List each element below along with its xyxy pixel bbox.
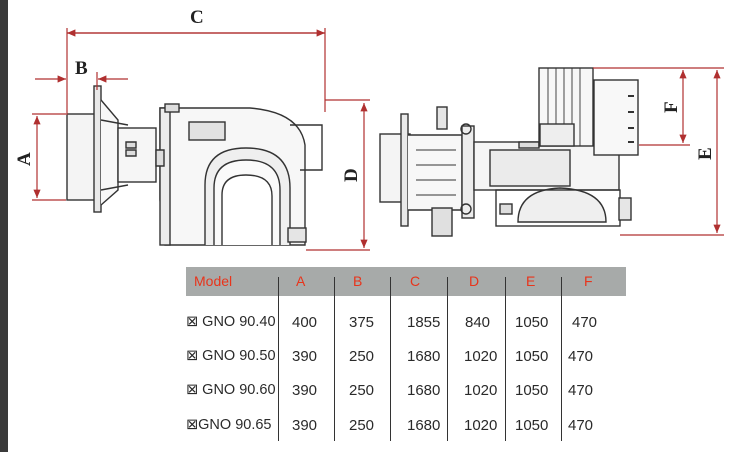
dimension-label-b: B bbox=[75, 58, 88, 79]
table-row: ⊠GNO 90.65 390 250 1680 1020 1050 470 bbox=[186, 417, 626, 439]
header-d: D bbox=[469, 273, 480, 289]
value-c: 1855 bbox=[407, 314, 441, 331]
header-c: C bbox=[410, 273, 421, 289]
header-f: F bbox=[584, 273, 593, 289]
value-d: 1020 bbox=[464, 417, 498, 434]
column-divider bbox=[447, 277, 448, 441]
value-a: 400 bbox=[292, 314, 318, 331]
value-f: 470 bbox=[572, 314, 598, 331]
value-a: 390 bbox=[292, 382, 318, 399]
column-divider bbox=[390, 277, 391, 441]
value-a: 390 bbox=[292, 417, 318, 434]
header-a: A bbox=[296, 273, 306, 289]
column-divider bbox=[278, 277, 279, 441]
side-view-burner bbox=[66, 85, 323, 246]
value-b: 250 bbox=[349, 348, 375, 365]
value-d: 1020 bbox=[464, 382, 498, 399]
model-cell: ⊠ GNO 90.60 bbox=[186, 382, 276, 398]
dimension-label-f: F bbox=[661, 101, 682, 113]
value-c: 1680 bbox=[407, 348, 441, 365]
dimension-line-a bbox=[32, 113, 66, 201]
value-e: 1050 bbox=[515, 314, 549, 331]
value-e: 1050 bbox=[515, 382, 549, 399]
column-divider bbox=[334, 277, 335, 441]
burner-technical-drawing: C B A D bbox=[14, 7, 724, 251]
dimension-line-c bbox=[66, 28, 326, 115]
value-e: 1050 bbox=[515, 348, 549, 365]
dimension-line-f bbox=[593, 67, 690, 146]
table-header-row: Model A B C D E F bbox=[186, 267, 626, 296]
column-divider bbox=[505, 277, 506, 441]
value-d: 840 bbox=[465, 314, 491, 331]
value-f: 470 bbox=[568, 348, 594, 365]
dimension-label-d: D bbox=[341, 168, 362, 182]
value-e: 1050 bbox=[515, 417, 549, 434]
value-b: 375 bbox=[349, 314, 375, 331]
value-b: 250 bbox=[349, 382, 375, 399]
dimension-line-d bbox=[306, 99, 370, 251]
dimension-line-e bbox=[620, 67, 724, 236]
model-cell: ⊠ GNO 90.50 bbox=[186, 348, 276, 364]
header-model: Model bbox=[194, 273, 233, 289]
dimension-label-e: E bbox=[695, 147, 716, 160]
table-row: ⊠ GNO 90.60 390 250 1680 1020 1050 470 bbox=[186, 382, 626, 404]
column-divider bbox=[561, 277, 562, 441]
table-row: ⊠ GNO 90.40 400 375 1855 840 1050 470 bbox=[186, 314, 626, 336]
value-b: 250 bbox=[349, 417, 375, 434]
value-f: 470 bbox=[568, 382, 594, 399]
value-a: 390 bbox=[292, 348, 318, 365]
value-c: 1680 bbox=[407, 417, 441, 434]
value-d: 1020 bbox=[464, 348, 498, 365]
dimension-label-a: A bbox=[14, 152, 35, 166]
model-cell: ⊠GNO 90.65 bbox=[186, 417, 272, 433]
dimension-line-b bbox=[35, 72, 128, 90]
table-row: ⊠ GNO 90.50 390 250 1680 1020 1050 470 bbox=[186, 348, 626, 370]
front-view-burner bbox=[379, 67, 639, 237]
value-f: 470 bbox=[568, 417, 594, 434]
header-e: E bbox=[526, 273, 536, 289]
header-b: B bbox=[353, 273, 363, 289]
dimension-label-c: C bbox=[190, 7, 204, 28]
model-cell: ⊠ GNO 90.40 bbox=[186, 314, 276, 330]
page-edge-bar bbox=[0, 0, 8, 452]
value-c: 1680 bbox=[407, 382, 441, 399]
